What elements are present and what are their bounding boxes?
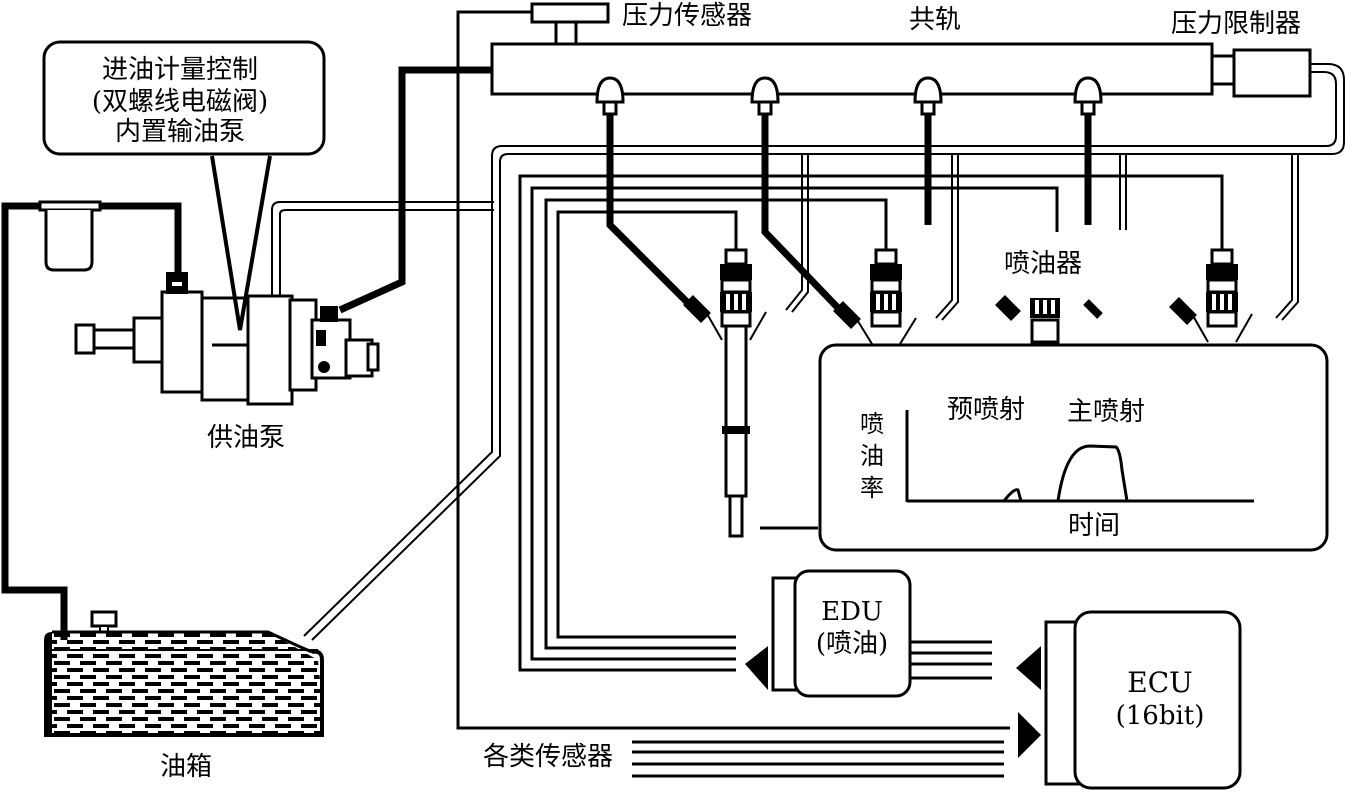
sensor-input-wires — [632, 740, 1004, 778]
fuel-filter — [38, 200, 102, 272]
injector-label: 喷油器 — [1004, 249, 1082, 279]
main-injection-label: 主喷射 — [1067, 397, 1145, 427]
rail-outlets — [595, 76, 1103, 116]
edu-label: EDU — [821, 597, 883, 627]
common-rail-label: 共轨 — [909, 5, 961, 35]
high-pressure-line — [338, 66, 492, 314]
callout-line2: (双螺线电磁阀) — [92, 87, 268, 117]
various-sensors-label: 各类传感器 — [483, 742, 613, 772]
fuel-tank: 油箱 — [44, 610, 324, 782]
ecu-input-arrow — [1018, 712, 1041, 758]
edu-sublabel: (喷油) — [816, 629, 888, 659]
ecu-sublabel: (16bit) — [1116, 701, 1205, 731]
return-line — [303, 71, 1337, 637]
supply-pump — [74, 272, 380, 406]
pilot-injection-curve — [1002, 488, 1023, 502]
callout-line3: 内置输油泵 — [115, 117, 245, 147]
ecu-output-arrow — [1016, 646, 1041, 690]
feed-line — [1, 202, 182, 640]
injector-2 — [833, 248, 917, 345]
injection-rate-chart: 喷 油 率 预喷射 主喷射 时间 — [818, 343, 1329, 552]
y-axis-label-1: 喷 — [860, 410, 884, 438]
edu-ecu-wires — [910, 640, 992, 680]
sensor-wire — [456, 10, 1010, 730]
y-axis-label-3: 率 — [860, 474, 884, 502]
x-axis-label: 时间 — [1068, 511, 1120, 541]
pilot-injection-label: 预喷射 — [947, 395, 1025, 425]
supply-pump-label: 供油泵 — [207, 423, 285, 453]
callout-pointer — [210, 155, 272, 331]
callout-line1: 进油计量控制 — [102, 55, 258, 85]
edu-unit: EDU (喷油) — [745, 569, 912, 698]
pressure-limiter-label: 压力限制器 — [1171, 9, 1301, 39]
main-injection-curve — [1056, 444, 1129, 502]
fuel-tank-label: 油箱 — [160, 752, 212, 782]
injector-3 — [995, 295, 1103, 344]
injector-4 — [1169, 248, 1253, 343]
edu-output-arrow — [745, 646, 768, 690]
injector-1 — [683, 248, 767, 538]
callout-box: 进油计量控制 (双螺线电磁阀) 内置输油泵 — [42, 40, 326, 156]
y-axis-label-2: 油 — [860, 442, 884, 470]
pressure-sensor-label: 压力传感器 — [622, 1, 752, 31]
edu-wires — [518, 174, 1224, 672]
ecu-unit: ECU (16bit) — [1016, 610, 1242, 790]
ecu-label: ECU — [1127, 666, 1192, 699]
injector-pipes — [606, 114, 1092, 313]
